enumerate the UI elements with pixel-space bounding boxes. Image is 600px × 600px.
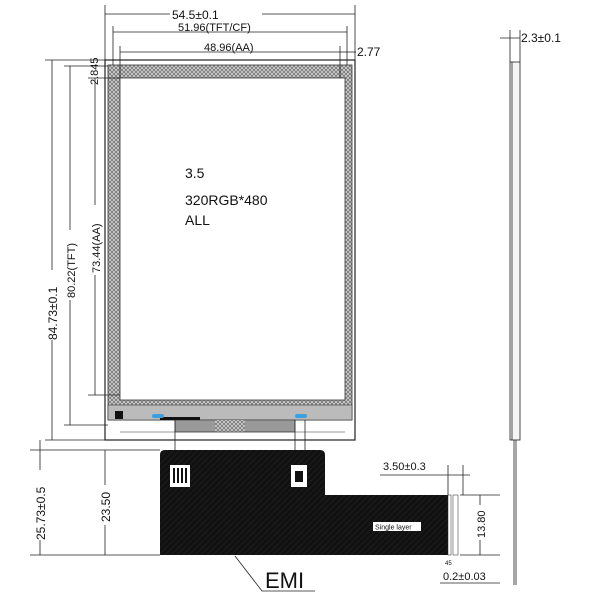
dim-aa-height: 73.44(AA)	[91, 223, 103, 273]
dim-overall-width: 54.5±0.1	[172, 8, 219, 22]
panel-text: 3.5 320RGB*480 ALL	[185, 165, 268, 228]
panel-resolution-text: 320RGB*480	[185, 192, 268, 208]
dim-tail-width: 13.80	[476, 510, 488, 538]
dim-right-margin: 2.77	[357, 45, 381, 59]
dim-overall-height: 84.73±0.1	[46, 286, 60, 340]
fpc-cable: Single layer	[160, 420, 459, 556]
emi-label: EMI	[265, 568, 304, 593]
dim-fpc-height: 23.50	[99, 492, 113, 522]
dim-aa-width: 48.96(AA)	[204, 42, 254, 54]
emi-leader-line	[234, 555, 315, 592]
active-area	[119, 77, 346, 401]
panel-size-text: 3.5	[185, 165, 205, 181]
dim-thickness: 2.3±0.1	[521, 31, 561, 45]
panel-outline	[104, 59, 356, 441]
single-layer-label: Single layer	[375, 525, 412, 532]
dim-angle: 45	[445, 561, 452, 567]
top-dimension-lines	[104, 5, 356, 78]
dim-tft-height: 80.22(TFT)	[66, 243, 78, 298]
blue-marker-right	[295, 414, 307, 418]
dim-fpc-total: 25.73±0.5	[34, 486, 48, 540]
dim-tail-thickness: 0.2±0.03	[443, 571, 486, 583]
panel-view-text: ALL	[185, 212, 210, 228]
dim-tail-offset: 3.50±0.3	[383, 461, 426, 473]
side-view	[500, 30, 521, 585]
dim-tft-width: 51.96(TFT/CF)	[178, 22, 251, 34]
blue-marker-left	[152, 414, 164, 418]
